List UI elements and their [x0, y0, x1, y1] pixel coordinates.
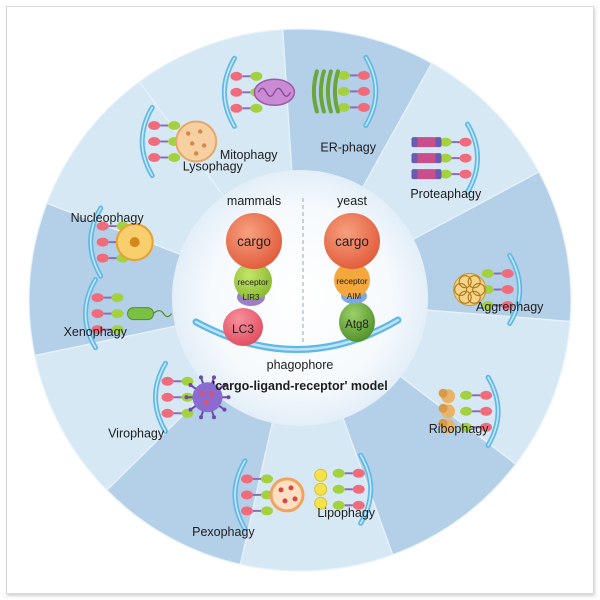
- illustration-lipophagy: [314, 452, 374, 526]
- illustration-nucleophagy: [88, 205, 154, 279]
- receptor-chain: [460, 390, 493, 400]
- receptor-mammals: [234, 262, 272, 300]
- cargo-right-label: cargo: [335, 234, 369, 249]
- lc3-label: LC3: [232, 322, 254, 336]
- cargo-mammals: [226, 213, 282, 269]
- illustration-lysophagy: [139, 105, 218, 178]
- illustration-proteaphagy: [411, 121, 480, 195]
- cargo-lipophagy: [314, 468, 328, 510]
- receptor-chain: [332, 500, 365, 510]
- receptor-chain: [241, 506, 273, 516]
- receptor-right-label: receptor: [336, 276, 367, 286]
- receptor-chain: [230, 103, 263, 113]
- receptor-chain: [481, 301, 514, 310]
- illustration-ribophagy: [438, 374, 501, 448]
- label-ribophagy: Ribophagy: [429, 422, 490, 436]
- cargo-proteaphagy: [411, 137, 442, 180]
- cargo-lysophagy: [175, 120, 218, 163]
- label-nucleophagy: Nucleophagy: [71, 211, 145, 225]
- label-virophagy: Virophagy: [108, 427, 165, 441]
- lipid-droplet-icon: [314, 468, 328, 510]
- cargo-nucleophagy: [115, 223, 154, 262]
- protein-aggregate-icon: [453, 273, 487, 306]
- peroxisome-icon: [269, 477, 305, 513]
- label-pexophagy: Pexophagy: [192, 525, 255, 539]
- label-mitophagy: Mitophagy: [220, 148, 278, 162]
- lysosome-icon: [175, 120, 218, 163]
- label-xenophagy: Xenophagy: [64, 325, 128, 339]
- proteasome-icon: [411, 137, 442, 180]
- receptor-left-label: receptor: [237, 277, 268, 287]
- receptor-chain: [439, 137, 472, 147]
- receptor-chain: [460, 406, 493, 416]
- receptor-chain: [91, 309, 124, 319]
- phagophore-highlight: [194, 318, 400, 351]
- receptor-chain: [460, 422, 493, 432]
- center-model: mammals yeast cargo receptor LIR3 LC3 ca…: [192, 194, 402, 393]
- illustration-er-phagy: [311, 54, 379, 128]
- aim-label: AIM: [347, 292, 362, 301]
- illustration-xenophagy: [83, 277, 172, 351]
- yeast-label: yeast: [337, 194, 367, 208]
- cargo-er-phagy: [311, 69, 340, 114]
- cargo-ribophagy: [438, 388, 456, 434]
- label-lysophagy: Lysophagy: [183, 160, 244, 174]
- receptor-chain: [332, 468, 365, 478]
- endoplasmic-reticulum-icon: [311, 69, 340, 114]
- cargo-xenophagy: [127, 307, 172, 321]
- sector-illustrations: [83, 54, 523, 532]
- model-title: 'cargo-ligand-receptor' model: [212, 379, 387, 393]
- receptor-chain: [481, 285, 514, 294]
- receptor-chain: [337, 86, 370, 96]
- cargo-yeast: [324, 213, 380, 269]
- illustration-virophagy: [153, 360, 231, 434]
- receptor-chain: [230, 71, 263, 81]
- cargo-mitophagy: [253, 78, 296, 107]
- label-proteaphagy: Proteaphagy: [410, 187, 482, 201]
- nucleus-icon: [115, 223, 154, 262]
- bacterium-icon: [127, 307, 172, 321]
- receptor-chain: [439, 153, 472, 163]
- receptor-chain: [241, 474, 273, 484]
- phagophore-label: phagophore: [267, 358, 334, 372]
- receptor-chain: [332, 484, 365, 494]
- receptor-chain: [337, 102, 370, 112]
- ribosome-icon: [438, 388, 456, 434]
- receptor-chain: [91, 325, 124, 335]
- receptor-chain: [91, 293, 124, 303]
- illustration-aggrephagy: [453, 253, 523, 326]
- receptor-chain: [439, 169, 472, 179]
- receptor-chain: [481, 269, 514, 278]
- receptor-chain: [148, 121, 181, 130]
- cargo-aggrephagy: [453, 273, 487, 306]
- label-lipophagy: Lipophagy: [317, 506, 375, 520]
- atg8-label: Atg8: [345, 319, 369, 331]
- receptor-chain: [337, 70, 370, 80]
- receptor-chain: [148, 153, 181, 162]
- illustration-mitophagy: [222, 55, 296, 129]
- cargo-virophagy: [184, 375, 231, 420]
- atg8-protein: [339, 302, 375, 342]
- label-er-phagy: ER-phagy: [320, 141, 376, 155]
- virus-icon: [184, 375, 231, 420]
- lc3-protein: [223, 308, 263, 346]
- sector-labels: Mitophagy ER-phagyProteaphagyAggrephagyRi…: [64, 141, 545, 539]
- cargo-pexophagy: [269, 477, 305, 513]
- label-aggrephagy: Aggrephagy: [476, 300, 544, 314]
- illustration-pexophagy: [232, 458, 305, 532]
- cargo-left-label: cargo: [237, 234, 271, 249]
- mammals-label: mammals: [227, 194, 281, 208]
- receptor-yeast: [334, 262, 370, 298]
- lir-label: LIR3: [243, 293, 260, 302]
